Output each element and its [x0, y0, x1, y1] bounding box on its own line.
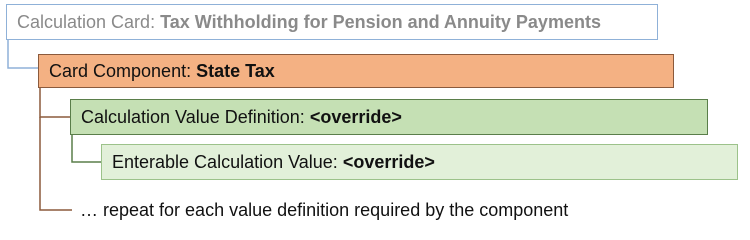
card-component-label: Card Component: [49, 60, 192, 81]
calculation-value-definition-box: Calculation Value Definition: <override> [70, 99, 708, 135]
calculation-value-definition-label: Calculation Value Definition: [81, 106, 305, 127]
component-to-value-definition-connector [39, 88, 70, 118]
enterable-calculation-value-box: Enterable Calculation Value: <override> [101, 144, 738, 180]
card-to-component-connector [7, 40, 38, 69]
enterable-calculation-value-label: Enterable Calculation Value: [112, 151, 338, 172]
calculation-card-box: Calculation Card: Tax Withholding for Pe… [6, 4, 658, 40]
card-component-name: State Tax [196, 60, 275, 81]
card-component-box: Card Component: State Tax [38, 54, 674, 88]
repeat-note: … repeat for each value definition requi… [80, 200, 569, 220]
value-definition-to-enterable-connector [71, 135, 101, 163]
component-to-repeat-connector [39, 117, 72, 211]
enterable-calculation-value-name: <override> [342, 151, 435, 172]
calculation-card-label: Calculation Card: [17, 11, 156, 32]
calculation-card-name: Tax Withholding for Pension and Annuity … [160, 11, 601, 32]
calculation-value-definition-name: <override> [309, 106, 402, 127]
